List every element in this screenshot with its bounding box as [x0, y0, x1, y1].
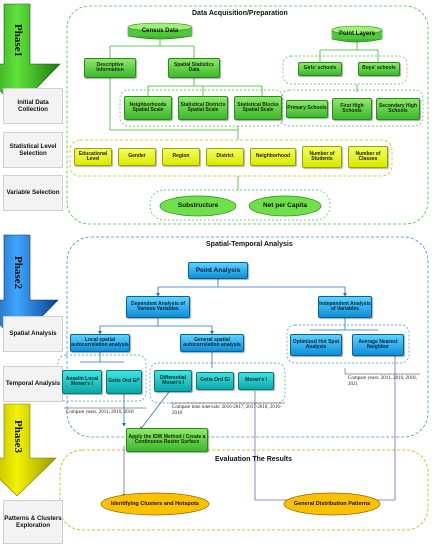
section2-title: Spatial-Temporal Analysis [206, 241, 293, 248]
compare-years-caption-1: Compare years: 2011, 2016, 2018 [66, 410, 134, 415]
optimized-hot-spot-box: Optimized Hot Spot Analysis [290, 334, 342, 356]
general-spatial-box: General spatial autocorrelation analysis [180, 334, 244, 352]
phase1-arrow [0, 3, 61, 109]
census-group [119, 89, 284, 127]
identifying-clusters-ellipse [100, 492, 210, 516]
point-layers-group [282, 55, 408, 85]
section3-title: Evaluation The Results [215, 456, 293, 463]
secondary-high-schools-box: Secondary High Schools [376, 98, 420, 120]
independent-analysis-box: Independent Analysis of Variables [318, 296, 372, 318]
side-label-spatial-analysis: Spatial Analysis [3, 316, 63, 352]
dependent-analysis-box: Dependent Analysis of Various Variables [126, 296, 190, 318]
local-group [57, 354, 147, 402]
spatial-statistics-data-box: Spatial Statistics Data [168, 58, 220, 78]
primary-schools-box: Primary Schools [286, 100, 328, 118]
idw-method-box: Apply the IDW Method / Create a Continuo… [126, 428, 208, 452]
census-data-label: Census Data [141, 28, 179, 35]
side-label-temporal-analysis: Temporal Analysis [3, 366, 63, 402]
identifying-clusters-label: Identifying Clusters and Hotspots [110, 500, 199, 507]
first-high-schools-box: First High Schools [332, 98, 372, 120]
getis-gi-box: Getis Ord GI [196, 372, 234, 390]
side-label-statistical-level: Statistical Level Selection [3, 132, 63, 168]
side-label-initial-data: Initial Data Collection [3, 88, 63, 124]
differential-moran-box: Differential Moran's I [154, 370, 192, 392]
average-nearest-box: Average Nearest Neighbor [352, 334, 404, 356]
variable-neighborhood: Neighborhood [250, 148, 296, 166]
general-distribution-label: General Distribution Patterns [293, 500, 371, 507]
phase3-label: Phase3 [12, 420, 24, 453]
phase1-label: Phase1 [12, 24, 24, 57]
general-distribution-ellipse [283, 492, 381, 516]
output-group [149, 189, 331, 221]
substructure-label: Substructure [177, 202, 219, 210]
point-layers-cylinder [331, 25, 383, 43]
census-data-cylinder [127, 22, 193, 40]
point-analysis-box: Point Analysis [188, 262, 248, 279]
net-per-capita-label: Net per Capita [262, 202, 308, 210]
phase3-arrow [0, 403, 57, 497]
morans-i-box: Moran's I [238, 372, 274, 390]
side-label-patterns-exploration: Patterns & Clusters Exploration [3, 500, 63, 544]
variable-number-of-students: Number of Students [302, 146, 342, 168]
variable-region: Region [162, 148, 200, 166]
statistical-districts-box: Statistical Districts Spatial Scale [178, 96, 228, 120]
variables-group [69, 139, 393, 177]
independent-group [286, 324, 410, 364]
section3-container [59, 449, 429, 531]
net-per-capita-ellipse [248, 195, 322, 217]
getis-gi-star-box: Getis Ord Gi* [106, 370, 142, 394]
variable-district: District [206, 148, 244, 166]
section1-title: Data Acquisition/Preparation [192, 10, 288, 17]
side-label-variable-selection: Variable Selection [3, 175, 63, 211]
variable-gender: Gender [118, 148, 156, 166]
phase2-label: Phase2 [12, 256, 24, 289]
descriptive-information-box: Descriptive Information [84, 58, 136, 78]
point-layers-label: Point Layers [338, 31, 375, 38]
variable-educational-level: Educational Level [74, 148, 112, 166]
girls-schools-box: Girls' schools [298, 62, 342, 76]
statistical-blocks-box: Statistical Blocks Spatial Scale [234, 96, 282, 120]
boys-schools-box: Boys' schools [358, 62, 400, 76]
local-spatial-box: Local spatial autocorrelation analysis [70, 334, 130, 352]
anselin-box: Anselin Local Moran's I [62, 370, 102, 394]
compare-years-caption-2: Compare years: 2011, 2016, 2018, 2021 [348, 376, 417, 387]
schools-group [280, 89, 424, 127]
compare-intervals-caption: Compare time intervals: 2016-2017, 2017-… [172, 405, 282, 416]
variable-number-of-classes: Number of Classes [348, 146, 388, 168]
section2-container [66, 236, 429, 438]
substructure-ellipse [159, 195, 237, 217]
neighborhoods-spatial-scale-box: Neighborhoods Spatial Scale [124, 96, 172, 120]
